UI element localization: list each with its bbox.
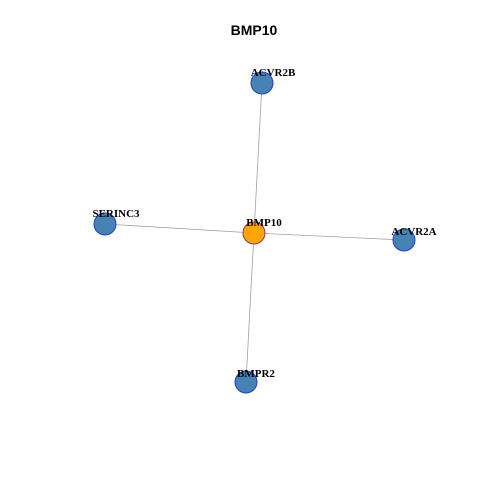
node-acvr2b bbox=[250, 71, 274, 95]
edges-layer bbox=[104, 82, 405, 383]
node-label-bmp10: BMP10 bbox=[246, 217, 282, 229]
edge-bmp10-acvr2b bbox=[253, 82, 263, 234]
edge-bmp10-acvr2a bbox=[253, 232, 405, 241]
node-bmpr2 bbox=[234, 370, 258, 394]
node-label-serinc3: SERINC3 bbox=[92, 208, 140, 220]
node-label-acvr2b: ACVR2B bbox=[251, 67, 296, 79]
nodes-layer bbox=[93, 71, 416, 394]
node-label-acvr2a: ACVR2A bbox=[391, 226, 436, 238]
node-bmp10 bbox=[242, 221, 266, 245]
node-acvr2a bbox=[392, 228, 416, 252]
node-serinc3 bbox=[93, 212, 117, 236]
diagram-title: BMP10 bbox=[231, 22, 278, 38]
node-label-bmpr2: BMPR2 bbox=[237, 368, 275, 380]
edge-bmp10-serinc3 bbox=[104, 223, 255, 234]
edge-bmp10-bmpr2 bbox=[245, 232, 255, 383]
